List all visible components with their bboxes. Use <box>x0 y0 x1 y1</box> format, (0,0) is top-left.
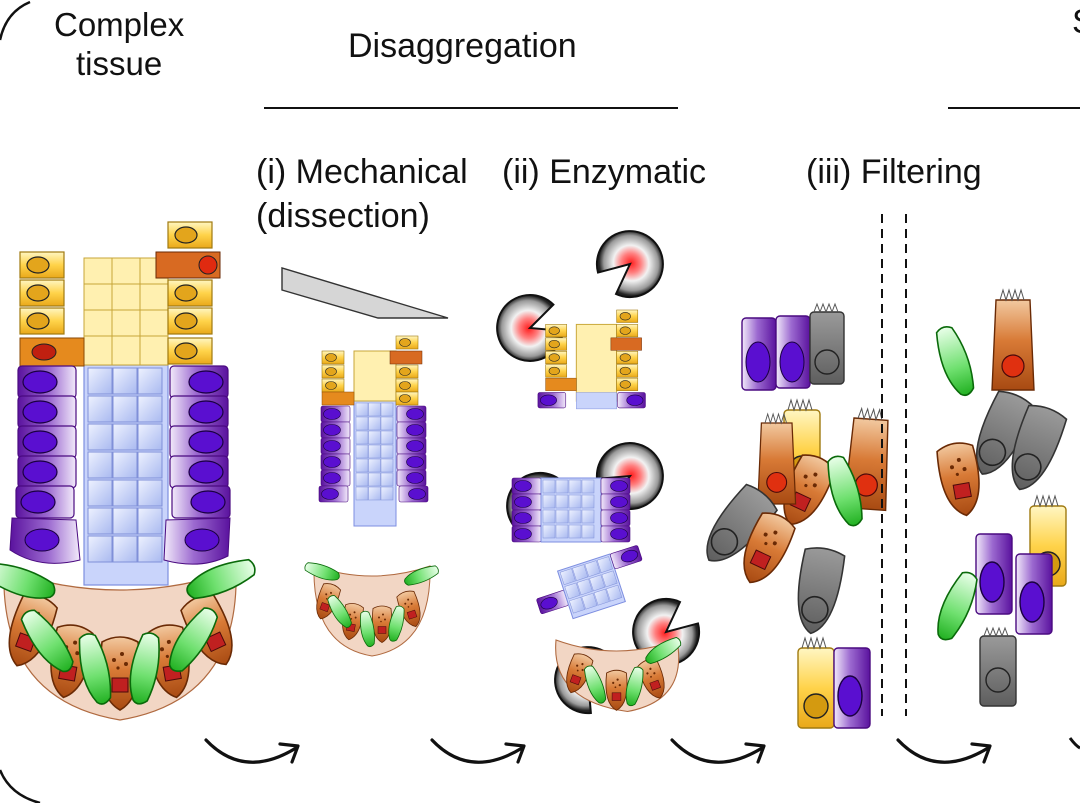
mechanical-label: (i) Mechanical <box>256 153 468 191</box>
complex-tissue-label: Complex tissue <box>54 6 185 82</box>
curved-arrow-icon <box>430 738 526 764</box>
curved-arrow-icon <box>1068 737 1080 750</box>
curved-arrow-icon <box>204 738 300 764</box>
dissected-crypt <box>302 335 441 657</box>
curved-arrow-icon <box>896 738 992 764</box>
pacman-enzyme-icon <box>584 216 678 310</box>
disaggregation-label: Disaggregation <box>348 27 577 65</box>
complex-tissue-crypt <box>0 221 260 721</box>
filtered-cells <box>928 289 1070 707</box>
lumen-cells <box>83 364 169 586</box>
frame-arc-bottom <box>0 769 41 803</box>
clipped-next-label: S <box>1072 2 1080 42</box>
dissection-label: (dissection) <box>256 197 430 235</box>
filtering-label: (iii) Filtering <box>806 153 982 191</box>
enzymatic-label: (ii) Enzymatic <box>502 153 707 191</box>
scalpel-blade-icon <box>281 267 449 319</box>
frame-arc <box>0 0 31 41</box>
villus-lumen-cells <box>83 257 169 366</box>
dissociated-cells <box>692 302 894 729</box>
enzymatic-panel <box>486 216 712 724</box>
curved-arrow-icon <box>670 738 766 764</box>
